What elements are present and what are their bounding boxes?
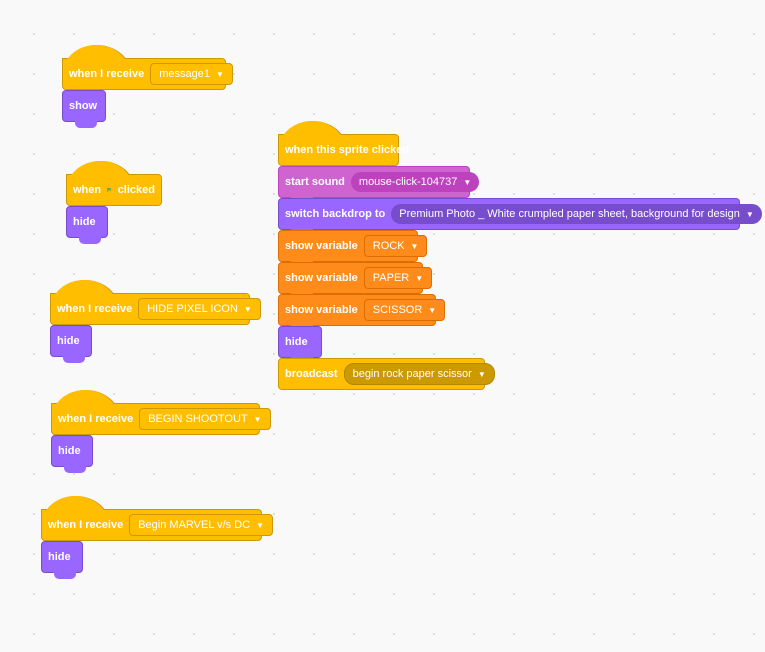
message-dropdown[interactable]: BEGIN SHOOTOUT ▼ [139, 408, 271, 430]
chevron-down-icon: ▼ [745, 209, 754, 219]
variable-dropdown[interactable]: PAPER ▼ [363, 267, 433, 289]
block-label: hide [58, 445, 81, 457]
chevron-down-icon: ▼ [243, 304, 252, 314]
block-label: show variable [285, 272, 358, 284]
block-label: hide [48, 551, 71, 563]
script-hide-pixel-icon[interactable]: when I receive HIDE PIXEL ICON ▼ hide [50, 279, 261, 363]
script-message1[interactable]: when I receive message1 ▼ show [62, 44, 233, 128]
green-flag-icon [107, 188, 112, 192]
dropdown-value: PAPER [372, 272, 410, 284]
hide-block[interactable]: hide [41, 541, 83, 579]
hide-block[interactable]: hide [66, 206, 108, 244]
hat-label: when [73, 184, 102, 196]
chevron-down-icon: ▼ [428, 305, 437, 315]
hide-block[interactable]: hide [50, 325, 92, 363]
dropdown-value: ROCK [372, 240, 405, 252]
dropdown-value: SCISSOR [372, 304, 423, 316]
show-variable-rock-block[interactable]: show variable ROCK ▼ [278, 230, 428, 268]
script-sprite-clicked[interactable]: when this sprite clicked start sound mou… [278, 120, 762, 390]
backdrop-dropdown[interactable]: Premium Photo _ White crumpled paper she… [391, 204, 762, 224]
start-sound-block[interactable]: start sound mouse-click-104737 ▼ [278, 166, 480, 204]
variable-dropdown[interactable]: SCISSOR ▼ [363, 299, 446, 321]
block-label: broadcast [285, 368, 338, 380]
dropdown-value: BEGIN SHOOTOUT [148, 413, 248, 425]
broadcast-message-dropdown[interactable]: begin rock paper scissor ▼ [343, 363, 495, 385]
dropdown-value: HIDE PIXEL ICON [147, 303, 238, 315]
block-label: show [69, 100, 98, 112]
block-label: show variable [285, 304, 358, 316]
hat-label: when I receive [58, 413, 134, 425]
message-dropdown[interactable]: HIDE PIXEL ICON ▼ [138, 298, 261, 320]
hat-label: when I receive [69, 68, 145, 80]
hat-label: when this sprite clicked [285, 144, 410, 156]
chevron-down-icon: ▼ [410, 241, 419, 251]
chevron-down-icon: ▼ [463, 177, 472, 187]
block-label: hide [57, 335, 80, 347]
script-green-flag[interactable]: when clicked hide [66, 160, 162, 244]
variable-dropdown[interactable]: ROCK ▼ [363, 235, 428, 257]
block-label: show variable [285, 240, 358, 252]
hat-suffix: clicked [117, 184, 155, 196]
hide-block[interactable]: hide [278, 326, 322, 364]
chevron-down-icon: ▼ [477, 369, 486, 379]
when-i-receive-hat[interactable]: when I receive message1 ▼ [62, 45, 233, 90]
broadcast-block[interactable]: broadcast begin rock paper scissor ▼ [278, 358, 495, 390]
dropdown-value: mouse-click-104737 [358, 176, 458, 188]
chevron-down-icon: ▼ [253, 414, 262, 424]
when-sprite-clicked-hat[interactable]: when this sprite clicked [278, 121, 409, 166]
dropdown-value: Begin MARVEL v/s DC [138, 519, 251, 531]
sound-dropdown[interactable]: mouse-click-104737 ▼ [350, 172, 480, 192]
hide-block[interactable]: hide [51, 435, 93, 473]
when-i-receive-hat[interactable]: when I receive BEGIN SHOOTOUT ▼ [51, 390, 271, 435]
when-i-receive-hat[interactable]: when I receive HIDE PIXEL ICON ▼ [50, 280, 261, 325]
message-dropdown[interactable]: message1 ▼ [150, 63, 233, 85]
chevron-down-icon: ▼ [256, 520, 265, 530]
dropdown-value: message1 [159, 68, 210, 80]
chevron-down-icon: ▼ [415, 273, 424, 283]
show-variable-scissor-block[interactable]: show variable SCISSOR ▼ [278, 294, 446, 332]
block-label: hide [73, 216, 96, 228]
block-label: start sound [285, 176, 345, 188]
hat-label: when I receive [57, 303, 133, 315]
dropdown-value: begin rock paper scissor [352, 368, 472, 380]
script-begin-shootout[interactable]: when I receive BEGIN SHOOTOUT ▼ hide [51, 389, 271, 473]
when-i-receive-hat[interactable]: when I receive Begin MARVEL v/s DC ▼ [41, 496, 274, 541]
chevron-down-icon: ▼ [215, 69, 224, 79]
switch-backdrop-block[interactable]: switch backdrop to Premium Photo _ White… [278, 198, 762, 236]
show-block[interactable]: show [62, 90, 106, 128]
block-label: switch backdrop to [285, 208, 386, 220]
show-variable-paper-block[interactable]: show variable PAPER ▼ [278, 262, 433, 300]
script-begin-marvel[interactable]: when I receive Begin MARVEL v/s DC ▼ hide [41, 495, 274, 579]
when-flag-clicked-hat[interactable]: when clicked [66, 161, 162, 206]
hat-label: when I receive [48, 519, 124, 531]
block-label: hide [285, 336, 308, 348]
dropdown-value: Premium Photo _ White crumpled paper she… [399, 208, 740, 220]
message-dropdown[interactable]: Begin MARVEL v/s DC ▼ [129, 514, 274, 536]
